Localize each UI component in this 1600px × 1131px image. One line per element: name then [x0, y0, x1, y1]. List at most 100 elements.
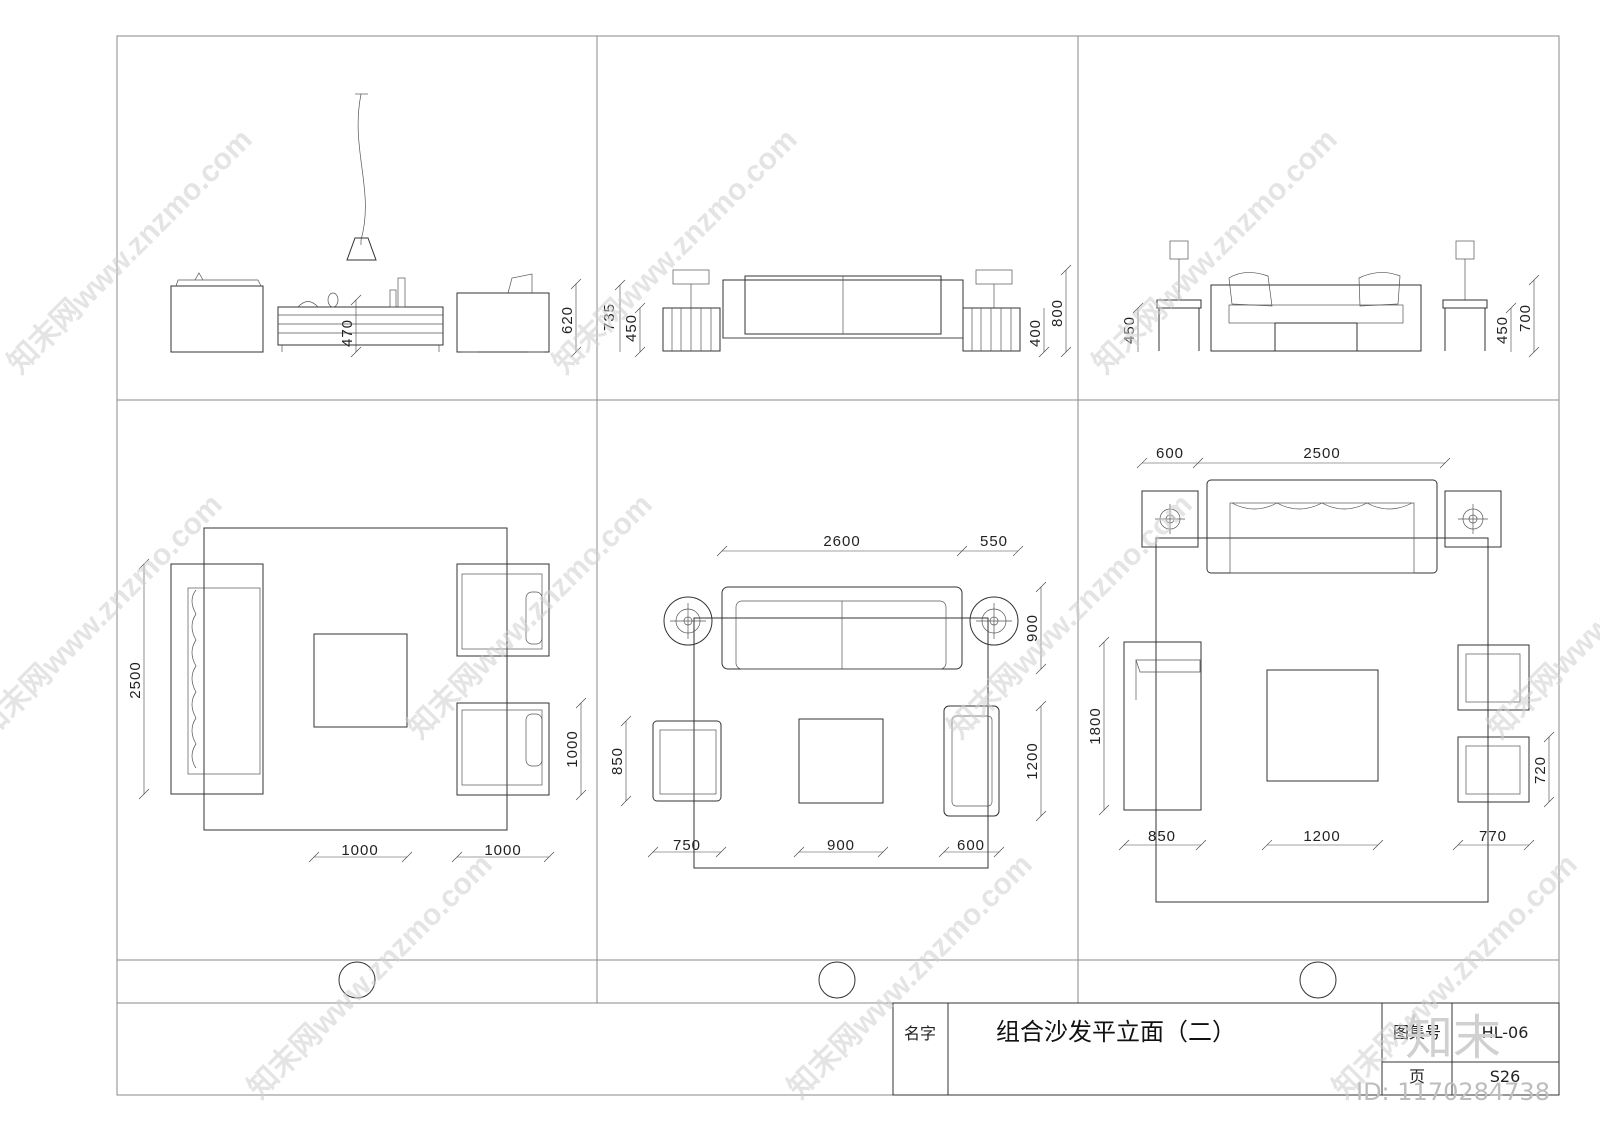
- dim-label: 1000: [564, 730, 581, 767]
- side-table-lamp-left: [662, 269, 721, 352]
- dim-850-bottom: 850: [1118, 828, 1207, 851]
- dim-1000-bottom-left: 1000: [308, 842, 413, 863]
- dim-label: 1000: [341, 842, 378, 859]
- view-marker-2: [818, 961, 856, 999]
- dim-2500: 2500: [127, 558, 150, 800]
- dim-600-bottom: 600: [938, 837, 1005, 858]
- rug: [203, 527, 508, 831]
- armchair-elevation-right: [456, 273, 550, 353]
- panel2-elevation: 735 450 400 800: [601, 264, 1072, 358]
- dim-800: 800: [1049, 264, 1072, 358]
- panel1-plan: 2500 1000 1000 1000: [127, 527, 587, 863]
- tv-cabinet-elevation: [277, 277, 444, 352]
- rug: [1155, 537, 1489, 903]
- dim-400: 400: [1027, 308, 1050, 358]
- square-side-table-left: [1141, 490, 1199, 548]
- dim-label: 600: [957, 837, 985, 854]
- dim-620: 620: [559, 278, 582, 358]
- dim-700: 700: [1517, 274, 1540, 358]
- dim-label: 1200: [1024, 742, 1041, 779]
- coffee-table-plan: [1266, 669, 1379, 782]
- dim-label: 770: [1479, 828, 1507, 845]
- dim-450-left: 450: [623, 302, 646, 358]
- dim-850: 850: [609, 715, 632, 807]
- dim-label: 750: [673, 837, 701, 854]
- armchair-plan-top: [456, 563, 550, 657]
- dim-label: 1200: [1303, 828, 1340, 845]
- watermark-id: ID: 1170284738: [1356, 1078, 1550, 1106]
- dim-2500-top: 2500: [1198, 445, 1451, 469]
- dim-450-right: 450: [1494, 302, 1517, 352]
- dim-label: 1000: [484, 842, 521, 859]
- side-table-lamp-left: [1156, 240, 1202, 351]
- ottoman-plan-right: [943, 705, 1000, 817]
- dim-450-left: 450: [1121, 302, 1144, 352]
- watermark-text: 知末网www.znzmo.com: [942, 488, 1199, 745]
- dim-label: 450: [1494, 316, 1511, 344]
- coffee-table-plan: [798, 718, 884, 804]
- armchair-elevation-left: [170, 272, 264, 353]
- view-marker-1: [338, 961, 376, 999]
- dim-label: 1800: [1087, 707, 1104, 744]
- dim-550: 550: [962, 533, 1024, 557]
- dim-label: 450: [623, 314, 640, 342]
- dim-label: 550: [980, 533, 1008, 550]
- dim-label: 2500: [127, 661, 144, 698]
- dim-label: 900: [1024, 614, 1041, 642]
- dim-470: 470: [339, 294, 362, 358]
- name-label: 名字: [904, 1024, 936, 1043]
- watermark-text: 知末网www.znzmo.com: [402, 488, 659, 745]
- dim-720: 720: [1532, 731, 1555, 808]
- dim-label: 900: [827, 837, 855, 854]
- sofa-plan: [170, 563, 264, 795]
- dim-label: 450: [1121, 316, 1138, 344]
- chaise-plan-left: [1123, 641, 1202, 811]
- watermark-text: 知末网www.znzmo.com: [242, 848, 499, 1105]
- dim-label: 620: [559, 306, 576, 334]
- watermark-text: 知末网www.znzmo.com: [1087, 123, 1344, 380]
- drawing-title: 组合沙发平立面（二）: [996, 1018, 1236, 1046]
- rug: [693, 617, 989, 869]
- panel2-plan: 2600 550 900 850 1200: [609, 533, 1047, 869]
- sheet-frame: [116, 35, 1560, 1096]
- dim-1200-bottom: 1200: [1261, 828, 1384, 851]
- panel3-elevation: 450 450 700: [1121, 240, 1540, 358]
- dim-label: 2600: [823, 533, 860, 550]
- panel1-elevation: 470 620: [170, 93, 582, 358]
- round-side-table-left: [663, 596, 713, 646]
- armchair-plan-bottom: [456, 702, 550, 796]
- dim-1000-vertical: 1000: [564, 697, 587, 801]
- sofa-plan: [721, 586, 963, 670]
- title-block: 名字 组合沙发平立面（二） 图集号 HL-06 页 S26: [892, 1002, 1560, 1096]
- armchair-plan-left: [652, 720, 722, 802]
- dim-600-top: 600: [1136, 445, 1204, 469]
- sofa-elevation: [722, 275, 964, 339]
- dim-2600: 2600: [716, 533, 968, 557]
- atlas-value: HL-06: [1482, 1023, 1529, 1042]
- watermark-brand: 知末: [1405, 1010, 1501, 1066]
- watermark-text: 知末网www.znzmo.com: [547, 123, 804, 380]
- atlas-label: 图集号: [1393, 1023, 1441, 1042]
- sofa-elevation-cushions: [1210, 272, 1422, 352]
- view-marker-3: [1299, 961, 1337, 999]
- dim-1800: 1800: [1087, 636, 1110, 816]
- dim-900-bottom: 900: [793, 837, 889, 858]
- dim-750: 750: [647, 837, 727, 858]
- round-side-table-right: [969, 596, 1019, 646]
- dim-label: 720: [1532, 756, 1549, 784]
- page-label: 页: [1409, 1067, 1425, 1086]
- dim-1200: 1200: [1024, 700, 1047, 822]
- side-table-lamp-right: [1442, 240, 1488, 351]
- watermark-layer: 知末网www.znzmo.com 知末网www.znzmo.com 知末网www…: [0, 123, 1600, 1106]
- dim-770-bottom: 770: [1452, 828, 1535, 851]
- dim-900-vertical: 900: [1024, 581, 1047, 675]
- dim-label: 600: [1156, 445, 1184, 462]
- dim-label: 735: [601, 303, 618, 331]
- side-table-lamp-right: [962, 269, 1021, 352]
- watermark-text: 知末网www.znzmo.com: [1482, 488, 1600, 745]
- pendant-lamp: [346, 93, 377, 261]
- page-value: S26: [1490, 1067, 1521, 1086]
- dim-label: 850: [1148, 828, 1176, 845]
- dim-label: 2500: [1303, 445, 1340, 462]
